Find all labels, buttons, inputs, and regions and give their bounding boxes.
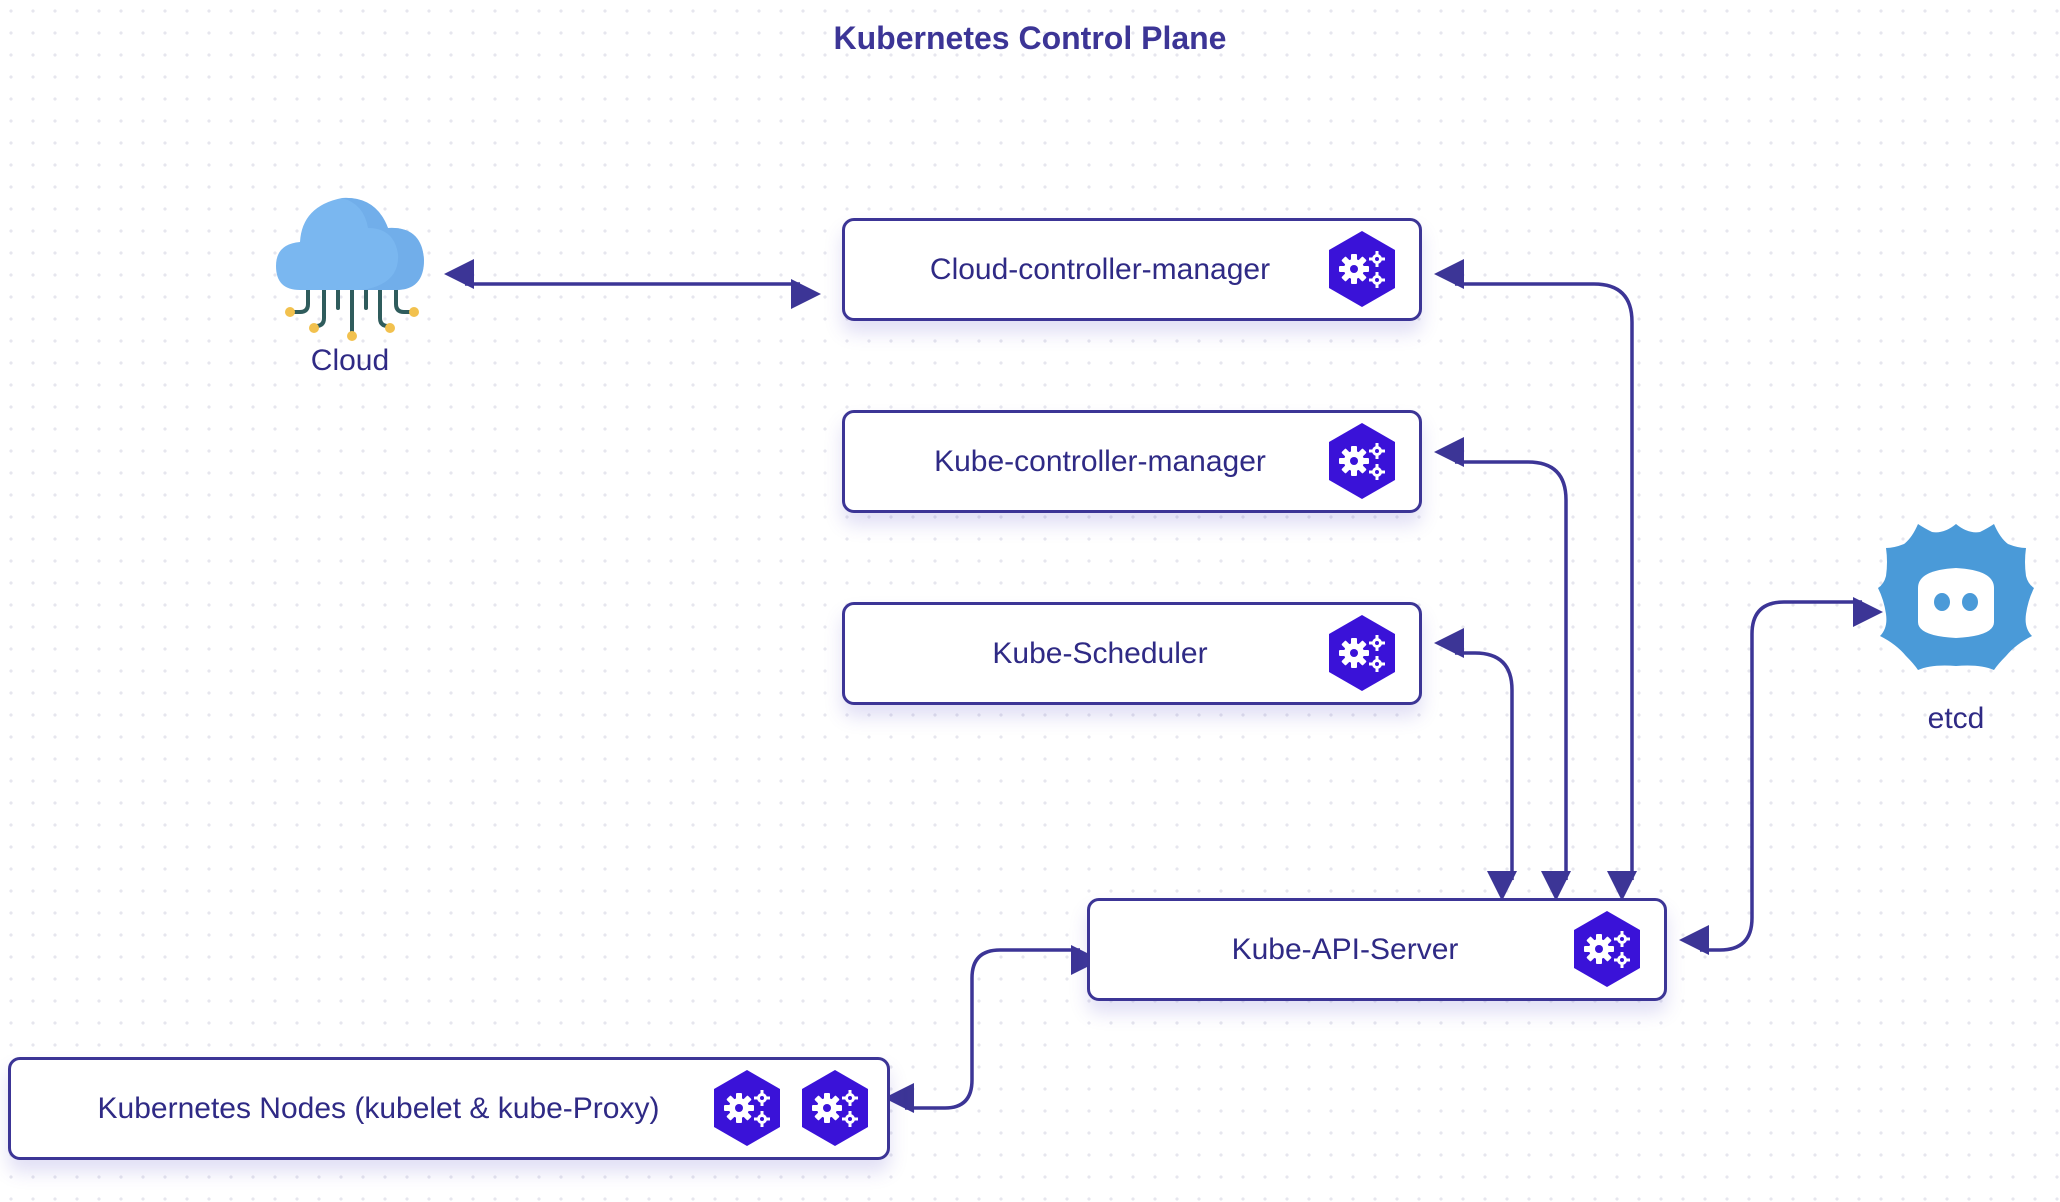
kube-controller-manager-label: Kube-controller-manager — [934, 445, 1266, 478]
kube-scheduler-box: Kube-Scheduler — [842, 602, 1422, 705]
diagram-title: Kubernetes Control Plane — [833, 20, 1227, 56]
edge-kcm-to-api — [1434, 437, 1571, 901]
gears-hexagon-icon — [802, 1070, 868, 1146]
gears-hexagon-icon — [1329, 615, 1395, 691]
kubernetes-nodes-label: Kubernetes Nodes (kubelet & kube-Proxy) — [97, 1092, 660, 1125]
edge-scheduler-to-api — [1434, 628, 1517, 901]
kube-controller-manager-box: Kube-controller-manager — [842, 410, 1422, 513]
kube-api-server-box: Kube-API-Server — [1087, 898, 1667, 1001]
kubernetes-nodes-box: Kubernetes Nodes (kubelet & kube-Proxy) — [8, 1057, 890, 1160]
edge-api-to-etcd — [1679, 597, 1883, 955]
etcd-logo-icon — [1878, 524, 2034, 670]
cloud-controller-manager-label: Cloud-controller-manager — [929, 253, 1271, 286]
gears-hexagon-icon — [714, 1070, 780, 1146]
gears-hexagon-icon — [1574, 911, 1640, 987]
etcd-label: etcd — [1927, 702, 1985, 735]
edge-nodes-to-api — [884, 945, 1101, 1113]
gears-hexagon-icon — [1329, 423, 1395, 499]
cloud-icon — [276, 197, 424, 341]
cloud-label: Cloud — [310, 344, 390, 377]
kube-api-server-label: Kube-API-Server — [1231, 933, 1459, 966]
gears-hexagon-icon — [1329, 231, 1395, 307]
cloud-controller-manager-box: Cloud-controller-manager — [842, 218, 1422, 321]
edge-ccm-to-api — [1434, 259, 1637, 901]
kube-scheduler-label: Kube-Scheduler — [992, 637, 1208, 670]
